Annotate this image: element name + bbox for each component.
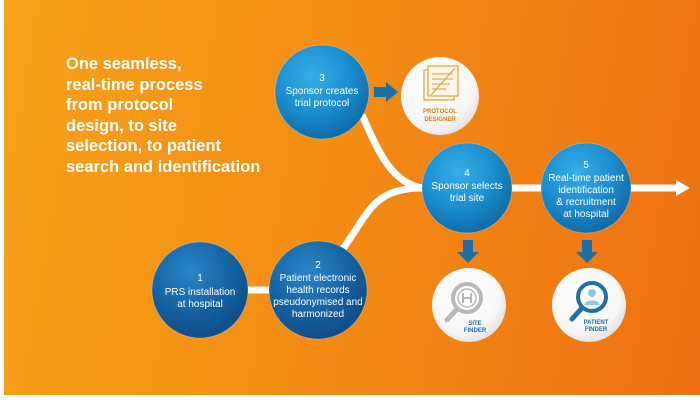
step-3-number: 3 bbox=[319, 73, 325, 84]
site-finder-label-line: SITE bbox=[468, 321, 481, 327]
headline-line: real-time process bbox=[66, 75, 203, 94]
document-icon bbox=[423, 65, 459, 101]
patient-finder-badge: PATIENT FINDER bbox=[552, 268, 626, 342]
step-2-label-line: Patient electronic bbox=[280, 273, 357, 284]
step-5-number: 5 bbox=[583, 160, 589, 171]
step-1-label-line: PRS installation bbox=[165, 287, 236, 298]
step-2-label-line: harmonized bbox=[292, 309, 344, 320]
headline-line: from protocol bbox=[66, 96, 174, 114]
step-3-label-line: trial protocol bbox=[295, 98, 349, 109]
protocol-designer-label-line: DESIGNER bbox=[424, 117, 456, 123]
left-border bbox=[0, 0, 4, 400]
arrow-to-site-finder bbox=[457, 240, 479, 263]
step-2-circle bbox=[268, 240, 368, 340]
step-4-circle bbox=[421, 142, 513, 234]
step-5-circle bbox=[540, 142, 632, 234]
protocol-designer-label-line: PROTOCOL bbox=[423, 109, 457, 115]
headline-line: search and identification bbox=[66, 157, 261, 176]
step-1-number: 1 bbox=[197, 273, 203, 284]
arrow-to-protocol-designer bbox=[374, 82, 398, 102]
site-finder-badge: SITE FINDER bbox=[432, 268, 506, 342]
step-5-label-line: Real-time patient bbox=[548, 173, 624, 184]
headline: One seamless, real-time process from pro… bbox=[66, 54, 296, 177]
patient-search-icon bbox=[569, 281, 608, 322]
tool-arrows bbox=[374, 82, 598, 263]
connector-2-4 bbox=[339, 184, 423, 253]
headline-line: One seamless, bbox=[66, 55, 182, 73]
flow-connectors bbox=[248, 113, 676, 294]
flow-arrowhead bbox=[676, 180, 690, 196]
step-1: 1 PRS installation at hospital bbox=[151, 241, 249, 339]
patient-finder-label-line: FINDER bbox=[585, 327, 608, 333]
step-3-circle bbox=[274, 44, 370, 140]
step-2: 2 Patient electronic health records pseu… bbox=[268, 240, 368, 340]
step-4: 4 Sponsor selects trial site bbox=[421, 142, 513, 234]
patient-finder-label-line: PATIENT bbox=[584, 320, 609, 326]
connector-3-4 bbox=[358, 113, 423, 192]
site-finder-label-line: FINDER bbox=[464, 328, 487, 334]
step-4-label-line: trial site bbox=[450, 193, 485, 204]
step-5-label-line: at hospital bbox=[563, 209, 609, 220]
step-1-label-line: at hospital bbox=[177, 299, 223, 310]
step-3-label-line: Sponsor creates bbox=[286, 86, 359, 97]
protocol-designer-badge: PROTOCOL DESIGNER bbox=[401, 57, 479, 135]
arrow-to-patient-finder bbox=[576, 240, 598, 263]
step-5-label-line: identification bbox=[558, 185, 614, 196]
bottom-border bbox=[0, 395, 700, 400]
step-4-number: 4 bbox=[464, 168, 470, 179]
site-search-icon bbox=[444, 282, 483, 323]
step-1-circle bbox=[151, 241, 249, 339]
step-3: 3 Sponsor creates trial protocol bbox=[274, 44, 370, 140]
step-2-label-line: health records bbox=[286, 285, 349, 296]
headline-line: selection, to patient bbox=[66, 137, 221, 155]
step-5: 5 Real-time patient identification & rec… bbox=[540, 142, 632, 234]
step-2-number: 2 bbox=[315, 260, 321, 271]
step-4-label-line: Sponsor selects bbox=[431, 181, 502, 192]
headline-line: design, to site bbox=[66, 116, 177, 135]
step-2-label-line: pseudonymised and bbox=[273, 297, 363, 308]
step-5-label-line: & recruitment bbox=[556, 197, 616, 208]
